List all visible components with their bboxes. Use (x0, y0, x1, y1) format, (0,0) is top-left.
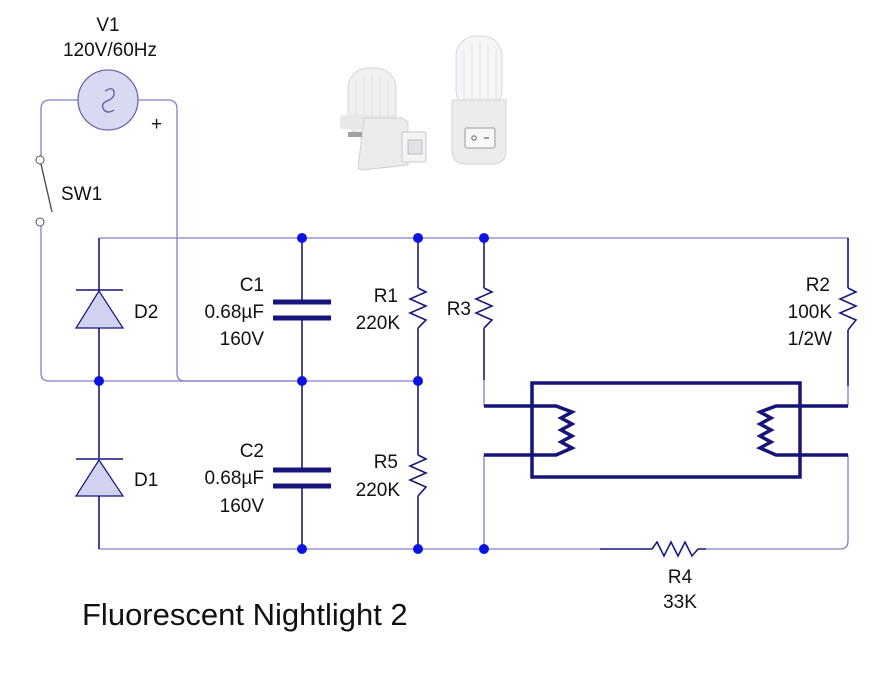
c2-value: 0.68µF (204, 468, 264, 489)
wire-bottom-right (706, 455, 849, 550)
diode-icon (74, 289, 125, 329)
resistor-icon (408, 287, 428, 329)
switch-contact-icon (35, 155, 45, 165)
junction-node (94, 376, 104, 386)
r1-value: 220K (356, 313, 401, 334)
resistor-icon (408, 454, 428, 497)
v1-label: V1 (96, 15, 119, 36)
d2-diode: D2 (74, 289, 158, 329)
r2-resistor: R2 100K 1/2W (788, 275, 858, 350)
resistor-icon (838, 287, 858, 331)
r4-label: R4 (668, 567, 693, 588)
tube-envelope (530, 381, 802, 479)
v1-value: 120V/60Hz (63, 40, 157, 61)
wire-v1-left (40, 99, 78, 157)
junction-node (297, 544, 307, 554)
sw1-switch: SW1 (35, 155, 102, 227)
switch-contact-icon (35, 217, 45, 227)
junction-node (297, 376, 307, 386)
resistor-icon (474, 287, 494, 329)
diode-icon (74, 458, 125, 497)
v1-polarity: + (151, 114, 162, 135)
r2-value: 100K (788, 302, 833, 323)
nightlight-right-image (451, 35, 507, 165)
sw1-label: SW1 (61, 184, 102, 205)
junction-node (413, 376, 423, 386)
junction-node (479, 233, 489, 243)
r2-label: R2 (806, 275, 830, 296)
product-photo (340, 35, 507, 171)
c1-label: C1 (240, 275, 264, 296)
resistor-icon (600, 540, 706, 558)
d1-diode: D1 (74, 458, 158, 497)
r4-resistor: R4 33K (600, 540, 706, 613)
c1-capacitor: C1 0.68µF 160V (204, 275, 331, 350)
c2-capacitor: C2 0.68µF 160V (204, 441, 331, 517)
r3-label: R3 (447, 299, 471, 320)
junction-node (413, 233, 423, 243)
r1-resistor: R1 220K (356, 286, 428, 334)
r4-value: 33K (663, 592, 697, 613)
junction-node (413, 544, 423, 554)
nightlight-left-image (340, 67, 427, 171)
c2-rating: 160V (220, 496, 265, 517)
r3-resistor: R3 (447, 287, 494, 329)
d1-label: D1 (134, 470, 158, 491)
junction-nodes (94, 233, 489, 554)
r5-resistor: R5 220K (356, 452, 428, 501)
sine-wave-icon (101, 88, 115, 113)
r2-rating: 1/2W (788, 329, 832, 350)
diagram-title: Fluorescent Nightlight 2 (82, 597, 408, 632)
c1-rating: 160V (220, 329, 265, 350)
c2-label: C2 (240, 441, 264, 462)
wire-top-rail (99, 237, 849, 288)
r5-value: 220K (356, 480, 401, 501)
filament-right-icon (755, 404, 848, 457)
filament-left-icon (484, 404, 577, 457)
junction-node (297, 233, 307, 243)
r5-label: R5 (374, 452, 398, 473)
c1-value: 0.68µF (204, 302, 264, 323)
switch-lever-icon (40, 163, 53, 213)
v1-source: + V1 120V/60Hz (63, 15, 162, 135)
fluorescent-tube (484, 381, 848, 479)
junction-node (479, 544, 489, 554)
d2-label: D2 (134, 302, 158, 323)
r1-label: R1 (374, 286, 398, 307)
wire-sw1-down (40, 224, 99, 382)
